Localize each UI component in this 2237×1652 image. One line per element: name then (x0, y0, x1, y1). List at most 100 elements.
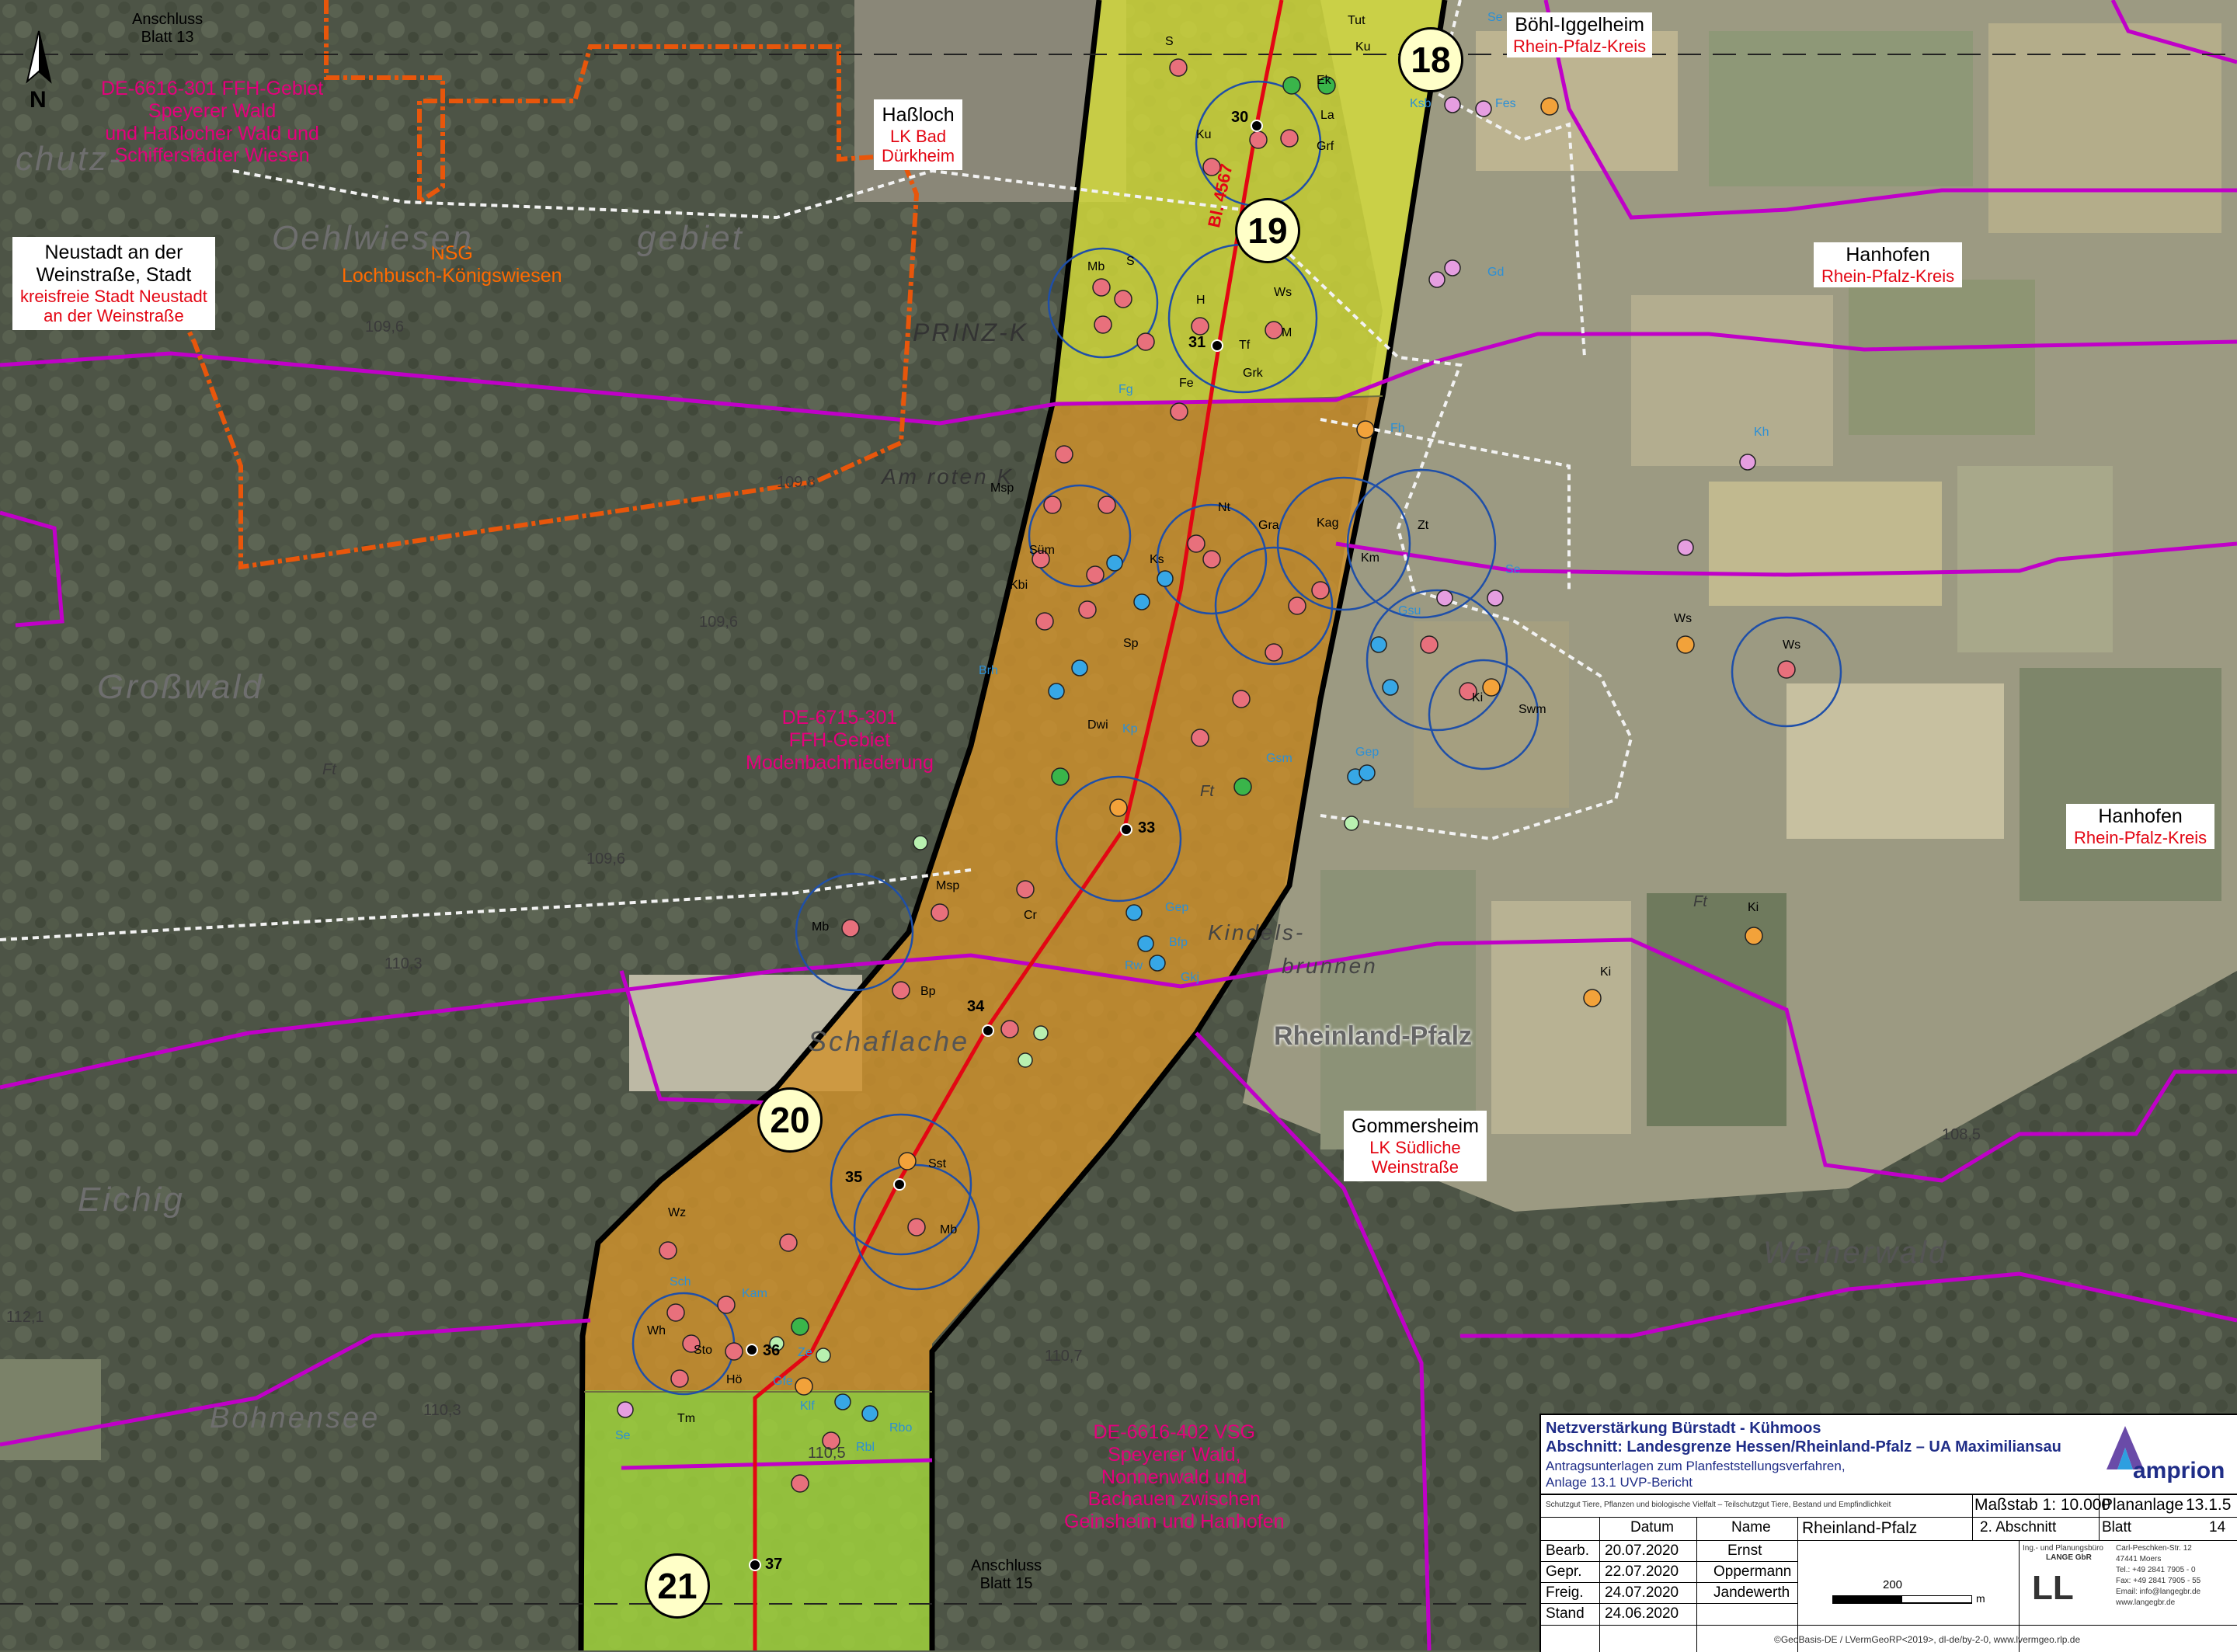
map-name-gebiet: gebiet (637, 219, 744, 257)
corridor-section-yellow (1052, 0, 1445, 404)
species-label: Ks (1150, 553, 1164, 566)
map-name-schaflache: Schaflache (808, 1025, 970, 1057)
corridor-outline-west (578, 0, 1102, 1650)
species-label: Fes (1495, 97, 1516, 110)
label-neustadt: Neustadt an der Weinstraße, Stadt kreisf… (12, 237, 215, 331)
species-label: Tm (677, 1412, 696, 1425)
row-role: Gepr. (1546, 1563, 1582, 1580)
row-role: Freig. (1546, 1584, 1584, 1601)
plan-label: Plananlage (2102, 1496, 2184, 1514)
map-name-prinz: PRINZ-K (913, 318, 1028, 346)
species-label: Sch (670, 1275, 691, 1289)
elevation-3: 109,6 (699, 614, 739, 631)
elevation-4: 109,6 (586, 850, 626, 868)
species-label: Fh (1390, 422, 1405, 435)
species-label: Dwi (1087, 718, 1108, 732)
map-name-am-roten: Am roten K (882, 464, 1014, 489)
mast-30: 30 (1231, 109, 1249, 126)
north-arrow-icon (26, 30, 52, 84)
elevation-1: 109,6 (365, 318, 405, 336)
species-label: Kbi (1010, 579, 1028, 592)
elevation-6: 112,1 (6, 1309, 44, 1326)
mast-34: 34 (967, 998, 985, 1015)
elevation-10: 108,5 (1942, 1126, 1981, 1143)
mast-33: 33 (1138, 819, 1156, 836)
species-label: Gkj (1181, 971, 1199, 984)
species-label: Tf (1239, 339, 1251, 352)
species-label: Fg (1118, 383, 1133, 396)
label-hanhofen-top: Hanhofen Rhein-Pfalz-Kreis (1814, 242, 1963, 288)
species-label: Km (1361, 551, 1379, 565)
species-label: Kh (1754, 426, 1769, 439)
species-label: Ki (1600, 965, 1612, 979)
field-bohnensee (0, 1359, 101, 1460)
species-label: Rw (1125, 959, 1143, 972)
species-label: Sto (694, 1344, 713, 1357)
species-label: S (1126, 255, 1135, 268)
scalebar-label: 200 (1883, 1578, 1903, 1591)
map-name-bohnensee: Bohnensee (210, 1402, 381, 1435)
label-gommersheim: Gommersheim LK Südliche Weinstraße (1344, 1111, 1487, 1182)
species-label: Ek (1317, 74, 1331, 87)
species-label: Ksb (1410, 97, 1432, 110)
project-docs-1: Antragsunterlagen zum Planfeststellungsv… (1546, 1459, 1846, 1473)
row-role: Bearb. (1546, 1542, 1589, 1559)
mast-31: 31 (1188, 334, 1206, 351)
species-label: Rbl (856, 1441, 875, 1454)
office-line-1: Ing.- und Planungsbüro (2023, 1544, 2103, 1553)
elevation-9: 110,5 (808, 1445, 846, 1462)
office-logo: LL (2032, 1569, 2074, 1607)
map-name-schutz: chutz- (16, 140, 123, 178)
species-label: Sst (928, 1157, 947, 1170)
species-label: Kag (1317, 516, 1339, 530)
species-label: Gra (1258, 519, 1279, 532)
forest-label-2: Ft (1200, 783, 1214, 800)
header-date: Datum (1630, 1519, 1674, 1535)
copyright: ©GeoBasis-DE / LVermGeoRP<2019>, dl-de/b… (1774, 1634, 2081, 1645)
species-label: Ku (1196, 128, 1212, 141)
species-label: Gep (1355, 746, 1379, 759)
species-label: Tut (1348, 14, 1366, 27)
mast-35: 35 (845, 1169, 863, 1186)
row-name: Jandewerth (1713, 1584, 1790, 1601)
address-6: www.langegbr.de (2116, 1598, 2176, 1607)
species-label: Gd (1487, 266, 1505, 279)
address-3: Tel.: +49 2841 7905 - 0 (2116, 1566, 2196, 1574)
scalebar-unit: m (1976, 1592, 1985, 1605)
species-label: Nt (1218, 501, 1230, 514)
species-label: Gsu (1398, 604, 1421, 617)
species-label: Ws (1783, 638, 1801, 652)
row-date: 20.07.2020 (1605, 1542, 1679, 1559)
species-label: H (1196, 294, 1205, 307)
abschnitt-cell: 2. Abschnitt (1980, 1519, 2057, 1535)
corridor-section-green (583, 1390, 932, 1650)
species-label: M (1282, 326, 1292, 339)
address-2: 47441 Moers (2116, 1555, 2162, 1563)
forest-label-3: Ft (1693, 893, 1707, 910)
species-label: Gsm (1266, 752, 1292, 765)
amprion-logo-icon (2107, 1426, 2144, 1469)
species-label: Ws (1274, 286, 1292, 299)
row-date: 22.07.2020 (1605, 1563, 1679, 1580)
species-label: Sp (1123, 637, 1139, 650)
elevation-7: 110,3 (423, 1402, 461, 1419)
species-label: Se (1487, 11, 1503, 24)
section-21: 21 (645, 1553, 710, 1619)
map-name-weiherwald: Weiherwald (1763, 1236, 1949, 1270)
blatt-label: Blatt (2102, 1519, 2132, 1535)
section-20: 20 (757, 1087, 823, 1153)
map-name-kindels: Kindels- (1208, 920, 1306, 944)
mast-36: 36 (763, 1342, 781, 1359)
row-name: Ernst (1727, 1542, 1762, 1559)
row-role: Stand (1546, 1605, 1585, 1622)
species-label: Ze (798, 1346, 812, 1359)
species-label: Ki (1472, 691, 1484, 704)
state-label: Rheinland-Pfalz (1274, 1021, 1473, 1051)
species-label: Süm (1029, 544, 1055, 557)
forest-label-1: Ft (322, 761, 336, 778)
map-name-oehlwiesen: Oehlwiesen (272, 219, 474, 257)
